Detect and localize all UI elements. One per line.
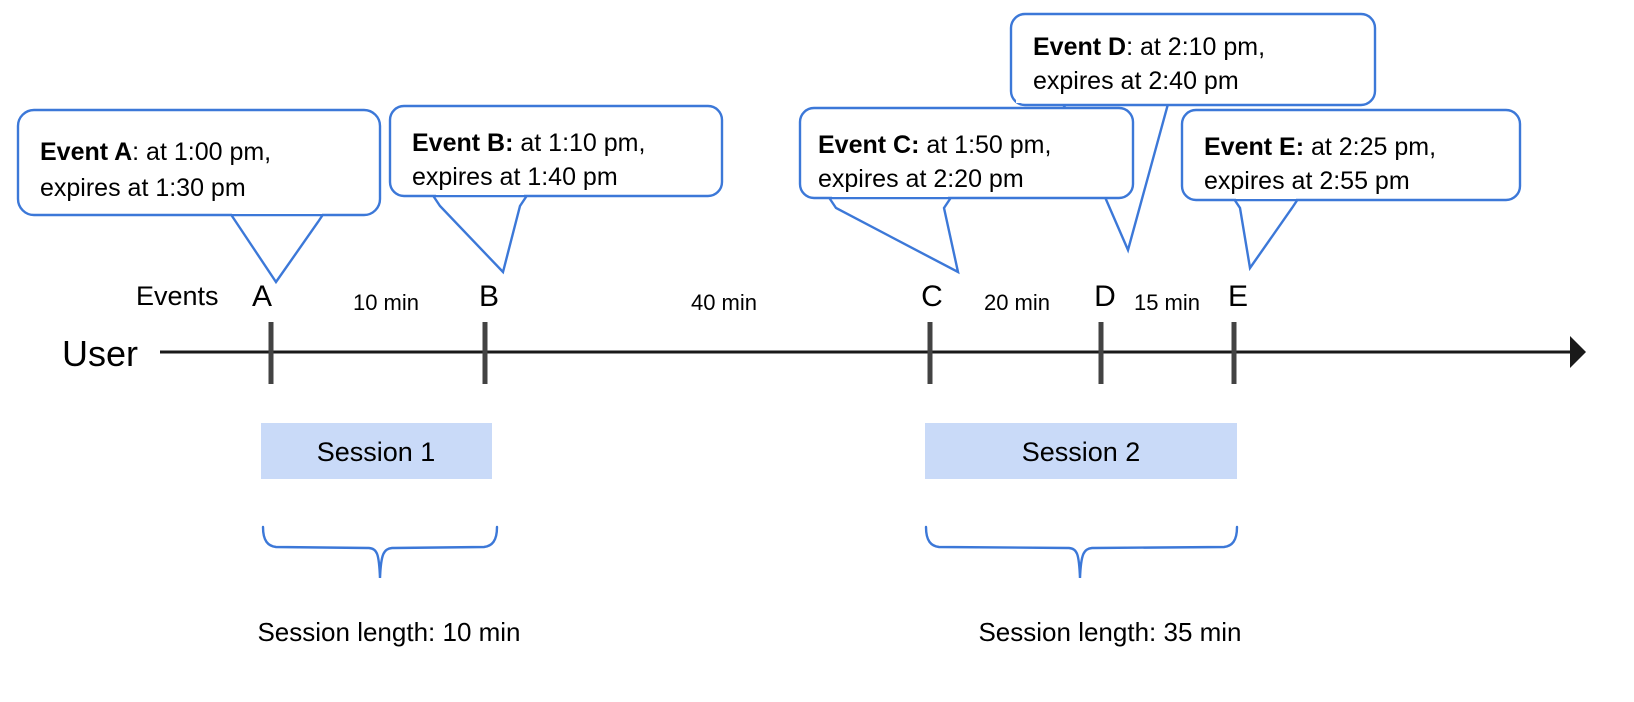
callout-d-line1: Event D: at 2:10 pm, bbox=[1033, 33, 1265, 61]
session-2-group: Session 2 Session length: 35 min bbox=[924, 423, 1242, 647]
callout-e-box bbox=[1180, 108, 1522, 202]
session-1-group: Session 1 Session length: 10 min bbox=[257, 423, 521, 647]
callout-b-box bbox=[388, 104, 724, 198]
callout-e-line1: Event E: at 2:25 pm, bbox=[1204, 133, 1436, 161]
callout-d-name: Event D bbox=[1033, 33, 1126, 61]
session-2-label: Session 2 bbox=[1022, 437, 1141, 467]
tick-letter-d: D bbox=[1094, 280, 1116, 313]
axis-events-label: Events bbox=[136, 281, 219, 311]
callout-c-line2: expires at 2:20 pm bbox=[818, 165, 1024, 193]
callout-d-sep: : bbox=[1126, 33, 1133, 61]
callout-a-at: at 1:00 pm, bbox=[139, 138, 271, 166]
callout-a-tail bbox=[225, 208, 329, 285]
callout-event-a: Event A: at 1:00 pm, expires at 1:30 pm bbox=[16, 108, 382, 285]
callout-a-line1: Event A: at 1:00 pm, bbox=[40, 138, 271, 166]
callout-d-line2: expires at 2:40 pm bbox=[1033, 67, 1239, 95]
callout-c-name: Event C bbox=[818, 131, 911, 159]
session-1-label: Session 1 bbox=[317, 437, 436, 467]
callout-b-tail bbox=[429, 192, 531, 275]
callout-e-at: at 2:25 pm, bbox=[1304, 133, 1436, 161]
session-2-length-label: Session length: 35 min bbox=[978, 617, 1241, 647]
gap-label-b-c: 40 min bbox=[691, 290, 757, 315]
callout-b-line2: expires at 1:40 pm bbox=[412, 163, 618, 191]
callout-event-e: Event E: at 2:25 pm, expires at 2:55 pm bbox=[1180, 108, 1522, 272]
callout-event-d: Event D: at 2:10 pm, expires at 2:40 pm bbox=[1009, 12, 1377, 254]
tick-event-a: A bbox=[252, 280, 274, 384]
callout-c-line1: Event C: at 1:50 pm, bbox=[818, 131, 1051, 159]
callout-a-line2: expires at 1:30 pm bbox=[40, 174, 246, 202]
callout-event-c: Event C: at 1:50 pm, expires at 2:20 pm bbox=[798, 106, 1135, 275]
tick-letter-b: B bbox=[479, 280, 499, 313]
timeline-arrowhead bbox=[1570, 336, 1586, 368]
callout-e-name: Event E bbox=[1204, 133, 1296, 161]
tick-letter-c: C bbox=[921, 280, 943, 313]
session-1-brace bbox=[261, 525, 499, 579]
callout-c-sep: : bbox=[911, 131, 919, 159]
callout-b-name: Event B bbox=[412, 129, 505, 157]
tick-event-b: B bbox=[479, 280, 499, 384]
session-2-brace bbox=[924, 525, 1239, 579]
gap-label-d-e: 15 min bbox=[1134, 290, 1200, 315]
callout-c-tail bbox=[825, 194, 960, 275]
callout-b-sep: : bbox=[505, 129, 513, 157]
tick-letter-a: A bbox=[252, 280, 272, 313]
callout-a-sep: : bbox=[132, 138, 139, 166]
callout-b-at: at 1:10 pm, bbox=[513, 129, 645, 157]
callout-a-name: Event A bbox=[40, 138, 132, 166]
tick-letter-e: E bbox=[1228, 280, 1248, 313]
callout-e-sep: : bbox=[1296, 133, 1304, 161]
session-1-length-label: Session length: 10 min bbox=[257, 617, 520, 647]
gap-label-c-d: 20 min bbox=[984, 290, 1050, 315]
gap-label-a-b: 10 min bbox=[353, 290, 419, 315]
session-2-box bbox=[925, 423, 1237, 479]
callout-d-at: at 2:10 pm, bbox=[1133, 33, 1265, 61]
tick-event-e: E bbox=[1228, 280, 1248, 384]
callout-c-at: at 1:50 pm, bbox=[919, 131, 1051, 159]
callout-c-box bbox=[798, 106, 1135, 200]
callout-d-box bbox=[1009, 12, 1377, 107]
tick-event-d: D bbox=[1094, 280, 1116, 384]
axis-row-label-user: User bbox=[62, 333, 138, 374]
callout-event-b: Event B: at 1:10 pm, expires at 1:40 pm bbox=[388, 104, 724, 275]
callout-e-line2: expires at 2:55 pm bbox=[1204, 167, 1410, 195]
callout-a-box bbox=[16, 108, 382, 217]
callout-e-tail bbox=[1229, 194, 1303, 272]
tick-event-c: C bbox=[921, 280, 943, 384]
session-1-box bbox=[261, 423, 492, 479]
callout-b-line1: Event B: at 1:10 pm, bbox=[412, 129, 645, 157]
